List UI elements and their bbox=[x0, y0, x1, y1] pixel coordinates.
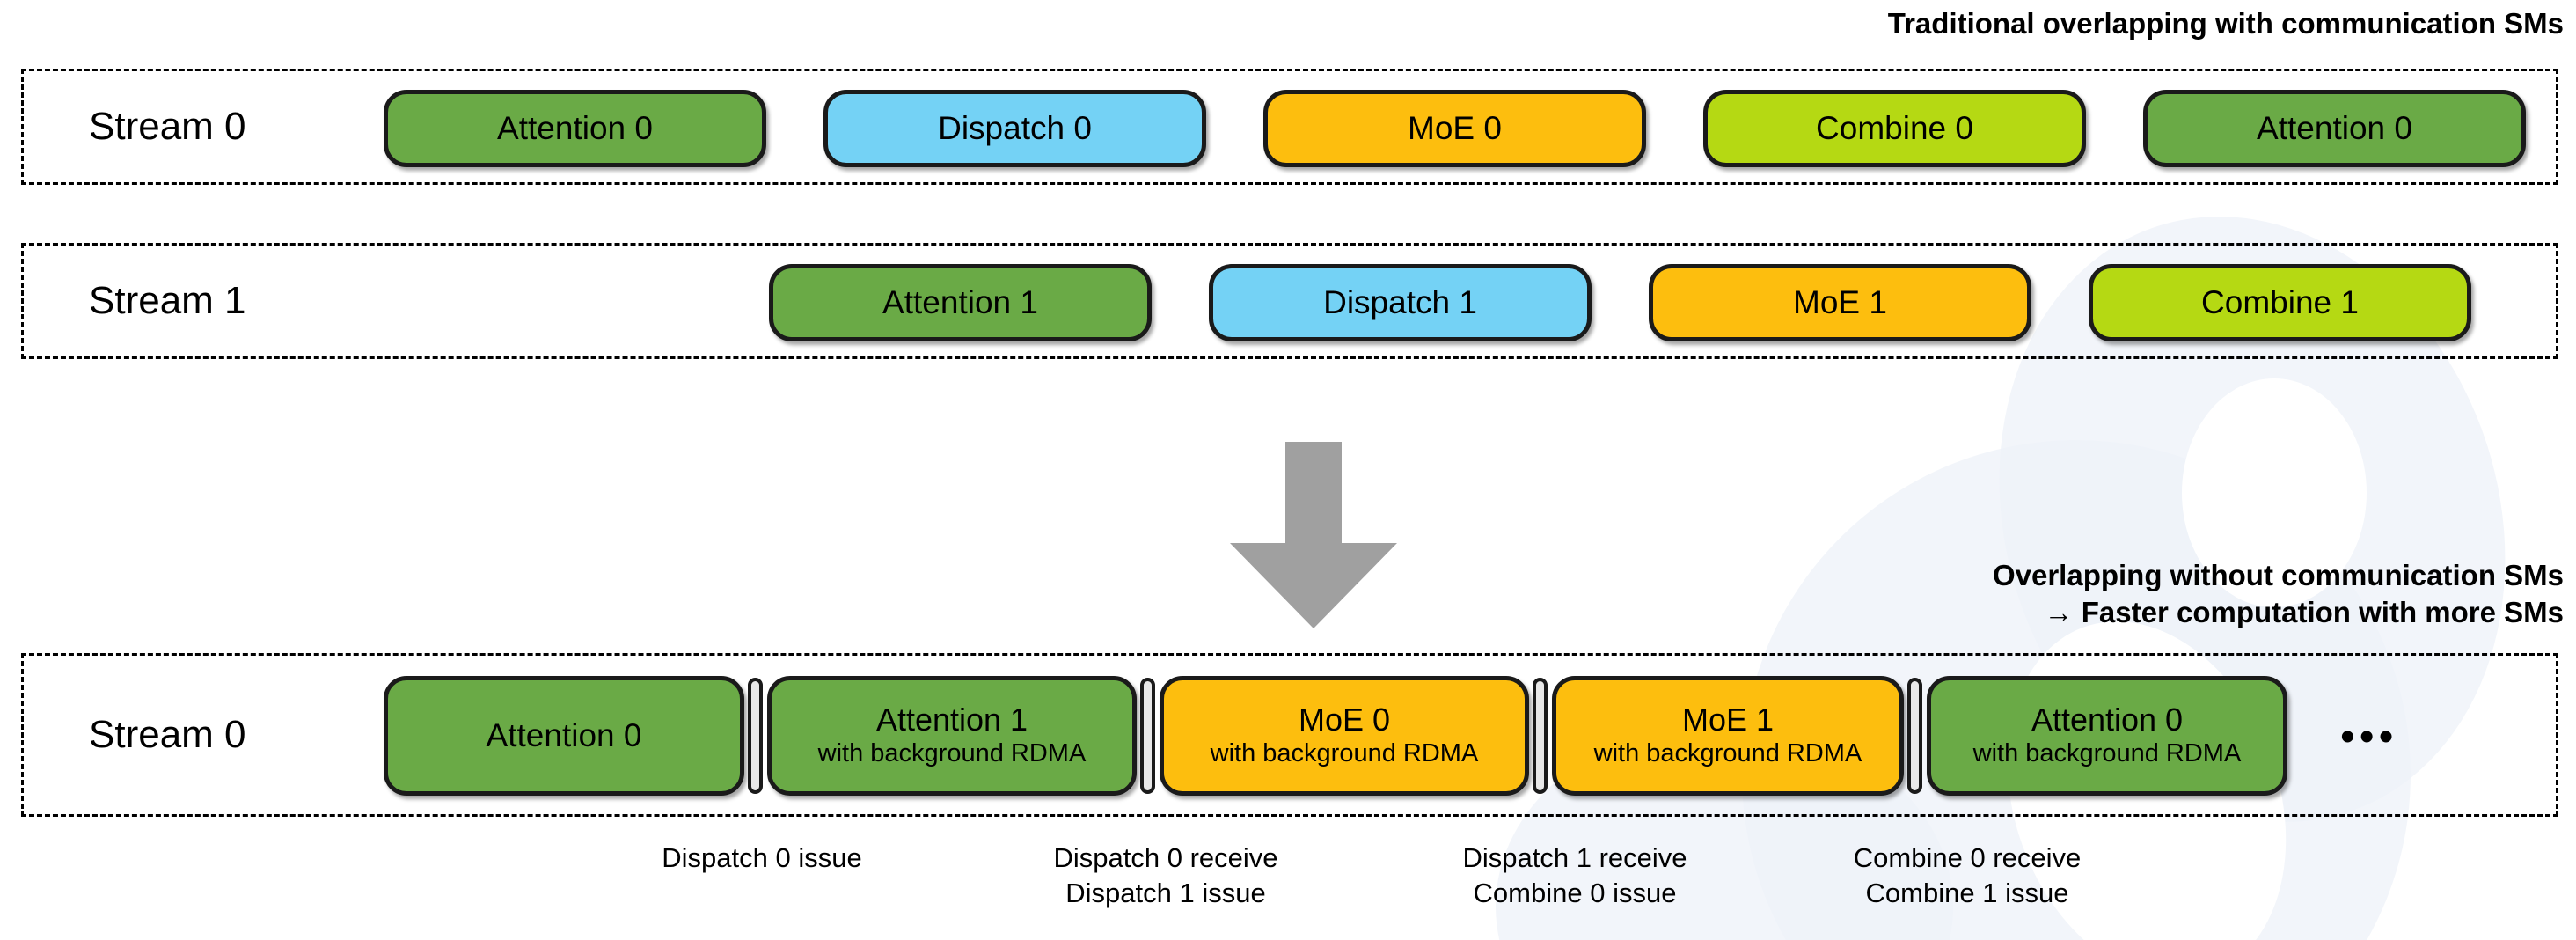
operation-block-title: MoE 1 bbox=[1793, 283, 1887, 320]
communication-annotation: Dispatch 0 issue bbox=[662, 842, 862, 873]
operation-block-title: Attention 0 bbox=[497, 109, 653, 146]
dispatch-block-icon: Dispatch 0 bbox=[823, 90, 1206, 167]
operation-block-title: MoE 0 bbox=[1298, 701, 1391, 738]
attention-block-icon: Attention 0 bbox=[384, 90, 766, 167]
stream-label-optimized-0: Stream 0 bbox=[89, 713, 246, 756]
operation-block-subtitle: with background RDMA bbox=[1972, 738, 2242, 767]
stream-separator-bar bbox=[748, 678, 763, 794]
combine-block-icon: Combine 1 bbox=[2089, 264, 2471, 341]
stream-panel-traditional-1: Stream 1 bbox=[21, 243, 2558, 359]
operation-block-title: MoE 1 bbox=[1681, 701, 1775, 738]
operation-block-subtitle: with background RDMA bbox=[817, 738, 1087, 767]
attention-block-icon: Attention 0 bbox=[384, 676, 744, 796]
continuation-ellipsis: ••• bbox=[2340, 714, 2398, 760]
dispatch-block-icon: Dispatch 1 bbox=[1209, 264, 1592, 341]
stream-separator-bar bbox=[1140, 678, 1155, 794]
moe-block-icon: MoE 1 bbox=[1649, 264, 2031, 341]
operation-block-title: Attention 1 bbox=[875, 701, 1028, 738]
operation-block-title: MoE 0 bbox=[1408, 109, 1502, 146]
stream-separator-bar bbox=[1533, 678, 1548, 794]
attention-block-icon: Attention 1 bbox=[769, 264, 1152, 341]
communication-annotation: Combine 0 receive Combine 1 issue bbox=[1853, 842, 2082, 908]
stream-label-traditional-1: Stream 1 bbox=[89, 279, 246, 322]
operation-block-title: Attention 0 bbox=[486, 716, 642, 753]
combine-block-icon: Combine 0 bbox=[1703, 90, 2086, 167]
stream-separator-bar bbox=[1907, 678, 1922, 794]
operation-block-title: Combine 0 bbox=[1816, 109, 1973, 146]
operation-block-title: Attention 0 bbox=[2031, 701, 2184, 738]
traditional-section-caption: Traditional overlapping with communicati… bbox=[1887, 7, 2564, 40]
operation-block-title: Dispatch 1 bbox=[1323, 283, 1477, 320]
stream-panel-traditional-0: Stream 0 bbox=[21, 69, 2558, 185]
communication-annotation: Dispatch 0 receive Dispatch 1 issue bbox=[1053, 842, 1278, 908]
down-arrow-icon bbox=[1230, 442, 1397, 628]
moe-block-icon: MoE 0 bbox=[1263, 90, 1646, 167]
operation-block-title: Combine 1 bbox=[2201, 283, 2359, 320]
operation-block-title: Attention 0 bbox=[2257, 109, 2412, 146]
operation-block-title: Dispatch 0 bbox=[938, 109, 1092, 146]
optimized-section-caption: Overlapping without communication SMs → … bbox=[1992, 559, 2564, 629]
operation-block-title: Attention 1 bbox=[882, 283, 1038, 320]
stream-panel-optimized-0: Stream 0 bbox=[21, 653, 2558, 817]
attention-block-icon: Attention 0 bbox=[2143, 90, 2526, 167]
operation-block-subtitle: with background RDMA bbox=[1210, 738, 1479, 767]
operation-block-subtitle: with background RDMA bbox=[1593, 738, 1862, 767]
stream-label-traditional-0: Stream 0 bbox=[89, 105, 246, 148]
communication-annotation: Dispatch 1 receive Combine 0 issue bbox=[1462, 842, 1687, 908]
